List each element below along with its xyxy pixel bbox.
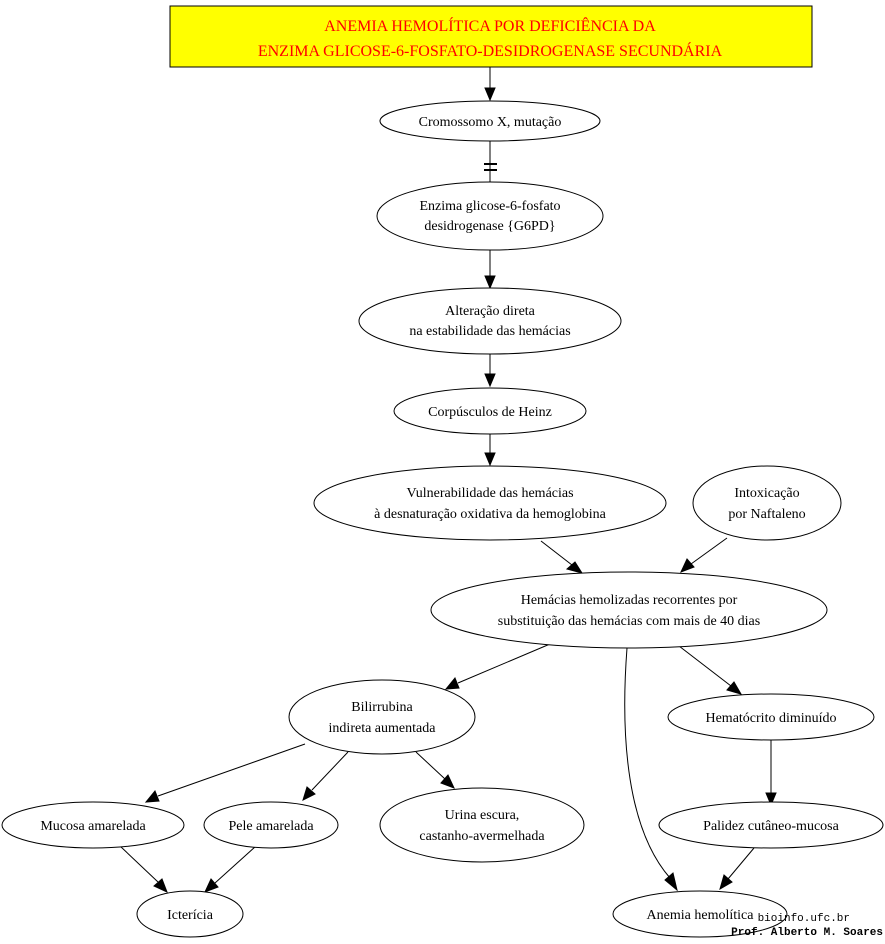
node-label: Enzima glicose-6-fosfato (419, 199, 560, 214)
node-label: Intoxicação (734, 486, 799, 501)
edge-pele-ictericia (214, 845, 257, 884)
arrowhead (664, 872, 678, 892)
title-line-1: ANEMIA HEMOLÍTICA POR DEFICIÊNCIA DA (324, 16, 656, 35)
credit: bioinfo.ufc.br Prof. Alberto M. Soares (731, 913, 883, 939)
node-vulnerabilidade: Vulnerabilidade das hemácias à desnatura… (313, 465, 667, 541)
arrowhead (565, 561, 584, 574)
edge-hemolizadas-hematocrito (678, 645, 732, 687)
node-label: Cromossomo X, mutação (419, 115, 562, 130)
node-bilirrubina: Bilirrubina indireta aumentada (288, 679, 476, 755)
node-label: Hemácias hemolizadas recorrentes por (521, 593, 738, 608)
node-palidez: Palidez cutâneo-mucosa (658, 801, 884, 849)
node-label: Icterícia (167, 908, 214, 923)
node-enzima: Enzima glicose-6-fosfato desidrogenase {… (376, 181, 604, 251)
node-pele: Pele amarelada (203, 801, 339, 849)
title-line-2: ENZIMA GLICOSE-6-FOSFATO-DESIDROGENASE S… (258, 41, 723, 60)
edge-hemolizadas-bilirrubina (457, 643, 551, 684)
edge-bilirrubina-urina (415, 751, 446, 780)
edge-bilirrubina-mucosa (157, 743, 306, 797)
arrowhead (726, 681, 743, 695)
node-intoxicacao: Intoxicação por Naftaleno (692, 465, 842, 541)
edge-vulnerabilidade-hemolizadas (540, 540, 573, 566)
node-label: Urina escura, (445, 808, 520, 823)
node-hemolizadas: Hemácias hemolizadas recorrentes por sub… (430, 571, 828, 649)
node-label: Anemia hemolítica (647, 908, 755, 923)
arrowhead (484, 275, 496, 290)
node-hematocrito: Hematócrito diminuído (667, 693, 875, 741)
node-mucosa: Mucosa amarelada (1, 801, 185, 849)
edge-palidez-anemia (727, 847, 755, 880)
node-heinz: Corpúsculos de Heinz (393, 387, 587, 435)
title-box: ANEMIA HEMOLÍTICA POR DEFICIÊNCIA DA ENZ… (169, 5, 813, 68)
arrowhead (719, 874, 733, 891)
credit-site: bioinfo.ufc.br (758, 913, 850, 925)
node-label: indireta aumentada (329, 721, 437, 736)
node-anemia: Anemia hemolítica (612, 890, 788, 938)
arrowhead (765, 792, 777, 807)
node-label: Vulnerabilidade das hemácias (406, 486, 573, 501)
node-label: Palidez cutâneo-mucosa (703, 819, 839, 834)
node-label: desidrogenase {G6PD} (424, 219, 555, 234)
node-alteracao: Alteração direta na estabilidade das hem… (358, 287, 622, 355)
arrowhead (144, 790, 160, 803)
node-label: por Naftaleno (728, 507, 805, 522)
arrowhead (484, 87, 496, 102)
node-ictericia: Icterícia (136, 890, 244, 938)
node-label: Corpúsculos de Heinz (428, 405, 552, 420)
arrowhead (484, 452, 496, 467)
node-label: Pele amarelada (228, 819, 314, 834)
edge-intoxicacao-hemolizadas (690, 537, 728, 565)
credit-author: Prof. Alberto M. Soares (731, 927, 883, 939)
arrowhead (444, 677, 460, 690)
arrowhead (204, 878, 219, 893)
node-label: Alteração direta (445, 304, 536, 319)
edge-hemolizadas-anemia (624, 647, 671, 879)
node-urina: Urina escura, castanho-avermelhada (379, 787, 585, 863)
arrowhead (680, 558, 695, 573)
node-label: Bilirrubina (351, 700, 413, 715)
arrowhead (153, 878, 168, 893)
node-label: Mucosa amarelada (40, 819, 146, 834)
arrowhead (440, 774, 455, 789)
node-cromossomo: Cromossomo X, mutação (379, 100, 601, 142)
node-label: substituição das hemácias com mais de 40… (498, 614, 760, 629)
edges (119, 67, 777, 893)
node-label: à desnaturação oxidativa da hemoglobina (374, 507, 606, 522)
node-label: castanho-avermelhada (419, 829, 545, 844)
edge-mucosa-ictericia (119, 845, 159, 883)
arrowhead (484, 373, 496, 388)
edge-bilirrubina-pele (311, 751, 349, 791)
node-label: na estabilidade das hemácias (409, 324, 570, 339)
arrowhead (302, 786, 316, 801)
node-label: Hematócrito diminuído (705, 711, 836, 726)
